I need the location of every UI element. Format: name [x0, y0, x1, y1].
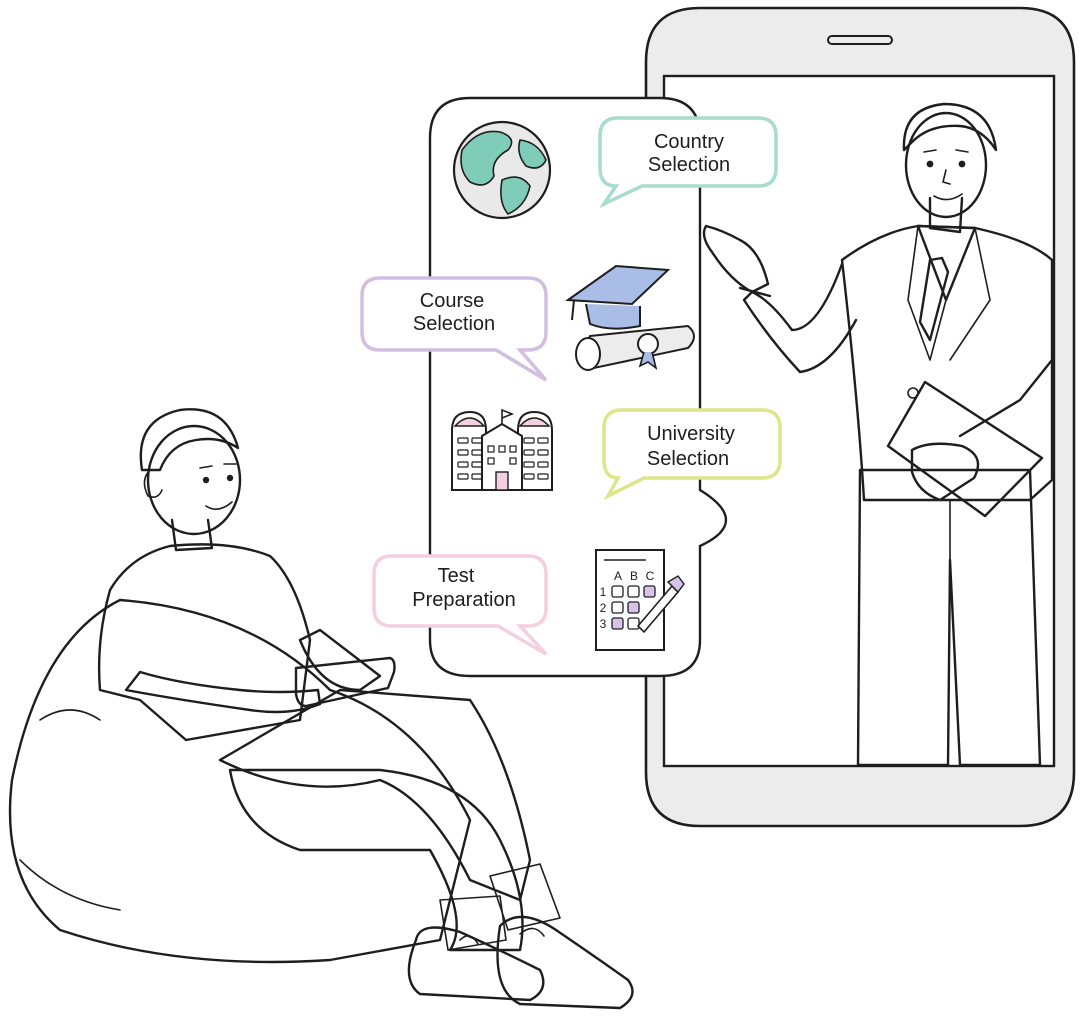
course-selection-bubble: Course Selection: [360, 276, 548, 382]
country-label-line1: Country: [654, 131, 724, 153]
sheet-row-3: 3: [600, 617, 607, 631]
test-preparation-bubble: Test Preparation: [372, 554, 548, 656]
phone-speaker: [827, 35, 893, 45]
university-label-line2: Selection: [647, 448, 729, 470]
globe-icon: [452, 120, 552, 220]
sheet-row-2: 2: [600, 601, 607, 615]
sheet-col-c: C: [646, 569, 655, 583]
course-label-line1: Course: [420, 290, 484, 312]
sheet-col-a: A: [614, 569, 622, 583]
consultant-figure: [702, 102, 1054, 767]
university-building-icon: [451, 408, 553, 491]
university-selection-bubble: University Selection: [602, 408, 782, 501]
graduation-cap-icon: [565, 264, 671, 330]
country-selection-bubble: Country Selection: [598, 116, 778, 209]
sheet-row-1: 1: [600, 585, 607, 599]
test-sheet-icon: A B C 1 2 3: [595, 549, 685, 651]
sheet-col-b: B: [630, 569, 638, 583]
test-label-line1: Test: [438, 565, 475, 587]
test-label-line2: Preparation: [412, 589, 515, 611]
student-figure: [8, 408, 634, 1010]
country-label-line2: Selection: [648, 154, 730, 176]
course-label-line2: Selection: [413, 313, 495, 335]
university-label-line1: University: [647, 423, 735, 445]
diploma-scroll-icon: [575, 324, 695, 371]
